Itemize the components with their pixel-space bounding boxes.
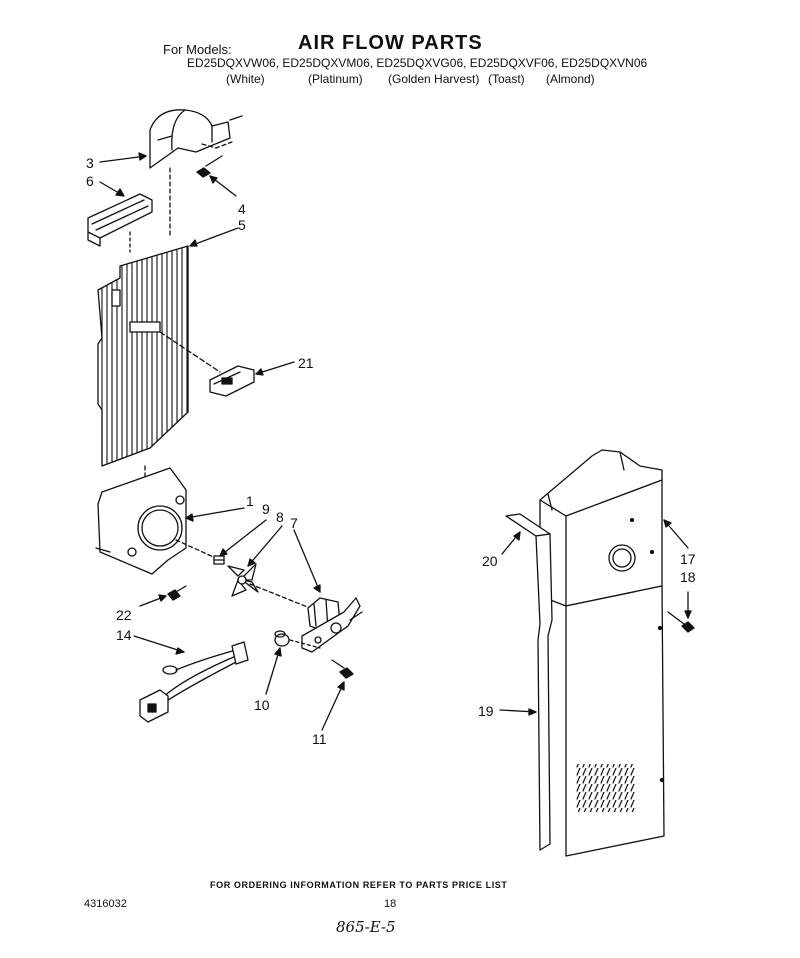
ordering-note: FOR ORDERING INFORMATION REFER TO PARTS … bbox=[210, 880, 508, 890]
part-7-fan-motor bbox=[301, 597, 363, 653]
part-6-grille bbox=[87, 167, 171, 253]
part-9-nut bbox=[213, 555, 225, 565]
callout-19: 19 bbox=[478, 703, 494, 719]
callout-22: 22 bbox=[116, 607, 132, 623]
part-5-evaporator-cover bbox=[97, 245, 189, 491]
color-almond: (Almond) bbox=[546, 72, 595, 86]
callout-1: 1 bbox=[246, 493, 254, 509]
callout-numbers: 1 3 4 5 6 7 8 9 10 11 14 17 18 19 20 21 … bbox=[86, 155, 696, 747]
callout-4: 4 bbox=[238, 201, 246, 217]
part-11-screw bbox=[331, 659, 354, 679]
callout-8: 8 bbox=[276, 509, 284, 525]
callout-18: 18 bbox=[680, 569, 696, 585]
callout-21: 21 bbox=[298, 355, 314, 371]
callout-14: 14 bbox=[116, 627, 132, 643]
part-3-duct-cover bbox=[149, 109, 243, 169]
page-number: 18 bbox=[384, 898, 397, 910]
model-numbers: ED25DQXVW06, ED25DQXVM06, ED25DQXVG06, E… bbox=[187, 56, 648, 70]
color-white: (White) bbox=[226, 72, 265, 86]
part-20-gasket-strip bbox=[505, 513, 553, 851]
for-models-label: For Models: bbox=[163, 42, 232, 57]
part-4-screw bbox=[196, 141, 233, 178]
part-17-air-duct bbox=[539, 449, 663, 607]
callout-6: 6 bbox=[86, 173, 94, 189]
callout-3: 3 bbox=[86, 155, 94, 171]
part-14-wire-harness bbox=[139, 641, 249, 723]
handwritten-note: 865-E-5 bbox=[336, 918, 396, 936]
callout-5: 5 bbox=[238, 217, 246, 233]
part-1-fan-shroud bbox=[95, 467, 221, 575]
part-21-damper bbox=[159, 331, 255, 397]
callout-7: 7 bbox=[290, 515, 298, 531]
callout-11: 11 bbox=[312, 731, 327, 747]
color-golden-harvest: (Golden Harvest) bbox=[388, 72, 480, 86]
callout-17: 17 bbox=[680, 551, 696, 567]
part-10-grommet bbox=[274, 630, 321, 649]
callout-10: 10 bbox=[254, 697, 270, 713]
color-toast: (Toast) bbox=[488, 72, 525, 86]
document-number: 4316032 bbox=[84, 898, 127, 910]
part-22-screw bbox=[167, 585, 187, 601]
callout-9: 9 bbox=[262, 501, 270, 517]
color-platinum: (Platinum) bbox=[308, 72, 363, 86]
part-19-air-duct-lower bbox=[565, 585, 665, 857]
part-8-fan-blade bbox=[227, 563, 311, 609]
page-title: AIR FLOW PARTS bbox=[298, 32, 483, 54]
leader-lines bbox=[99, 152, 692, 731]
callout-20: 20 bbox=[482, 553, 498, 569]
